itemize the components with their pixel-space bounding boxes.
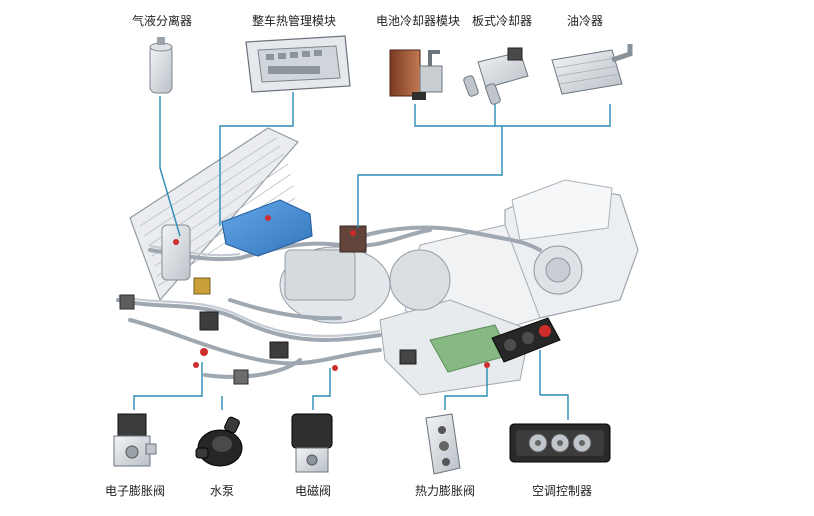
tev-in-assembly <box>399 349 490 368</box>
gas-liquid-separator-icon <box>149 37 173 94</box>
label-water-pump: 水泵 <box>209 484 235 498</box>
leader-lines <box>133 92 611 420</box>
compressor-area <box>279 246 451 324</box>
leader-chiller <box>357 126 503 228</box>
label-plate-chiller: 板式冷却器 <box>471 14 533 28</box>
thermal-module-blue <box>221 199 313 257</box>
battery-chiller-module-icon <box>389 49 443 100</box>
vehicle-assembly <box>116 127 639 396</box>
ac-controller-icon <box>509 423 611 463</box>
label-oil-cooler: 油冷器 <box>566 14 604 28</box>
drier-cylinder <box>161 224 191 281</box>
label-gas-liquid-separator: 气液分离器 <box>131 14 193 28</box>
solenoid-valve-icon <box>291 413 333 473</box>
label-battery-chiller-module: 电池冷却器模块 <box>375 14 461 28</box>
oil-cooler-icon <box>551 44 633 95</box>
red-marker <box>173 239 179 245</box>
label-vehicle-thermal-module: 整车热管理模块 <box>251 14 337 28</box>
plate-chiller-icon <box>463 47 529 105</box>
label-ac-controller: 空调控制器 <box>531 484 593 498</box>
leader-top-bracket <box>414 104 611 127</box>
electronic-expansion-valve-icon <box>113 413 157 467</box>
small-valves <box>119 277 338 385</box>
leader-tev <box>444 368 488 410</box>
ac-controller-in-assembly <box>491 317 561 363</box>
label-solenoid-valve: 电磁阀 <box>294 484 332 498</box>
pipework-light <box>117 244 381 338</box>
chiller-block <box>339 225 367 253</box>
leader-solenoid-valve <box>312 368 331 410</box>
label-thermal-expansion-valve: 热力膨胀阀 <box>414 484 476 498</box>
label-electronic-expansion-valve: 电子膨胀阀 <box>104 484 166 498</box>
thermal-expansion-valve-icon <box>425 413 461 475</box>
leader-gas-liquid-separator <box>159 96 181 237</box>
water-pump-icon <box>195 416 243 467</box>
leader-eev-pump <box>133 362 203 410</box>
vehicle-thermal-module-icon <box>245 35 351 93</box>
leader-thermal-module <box>219 92 294 226</box>
